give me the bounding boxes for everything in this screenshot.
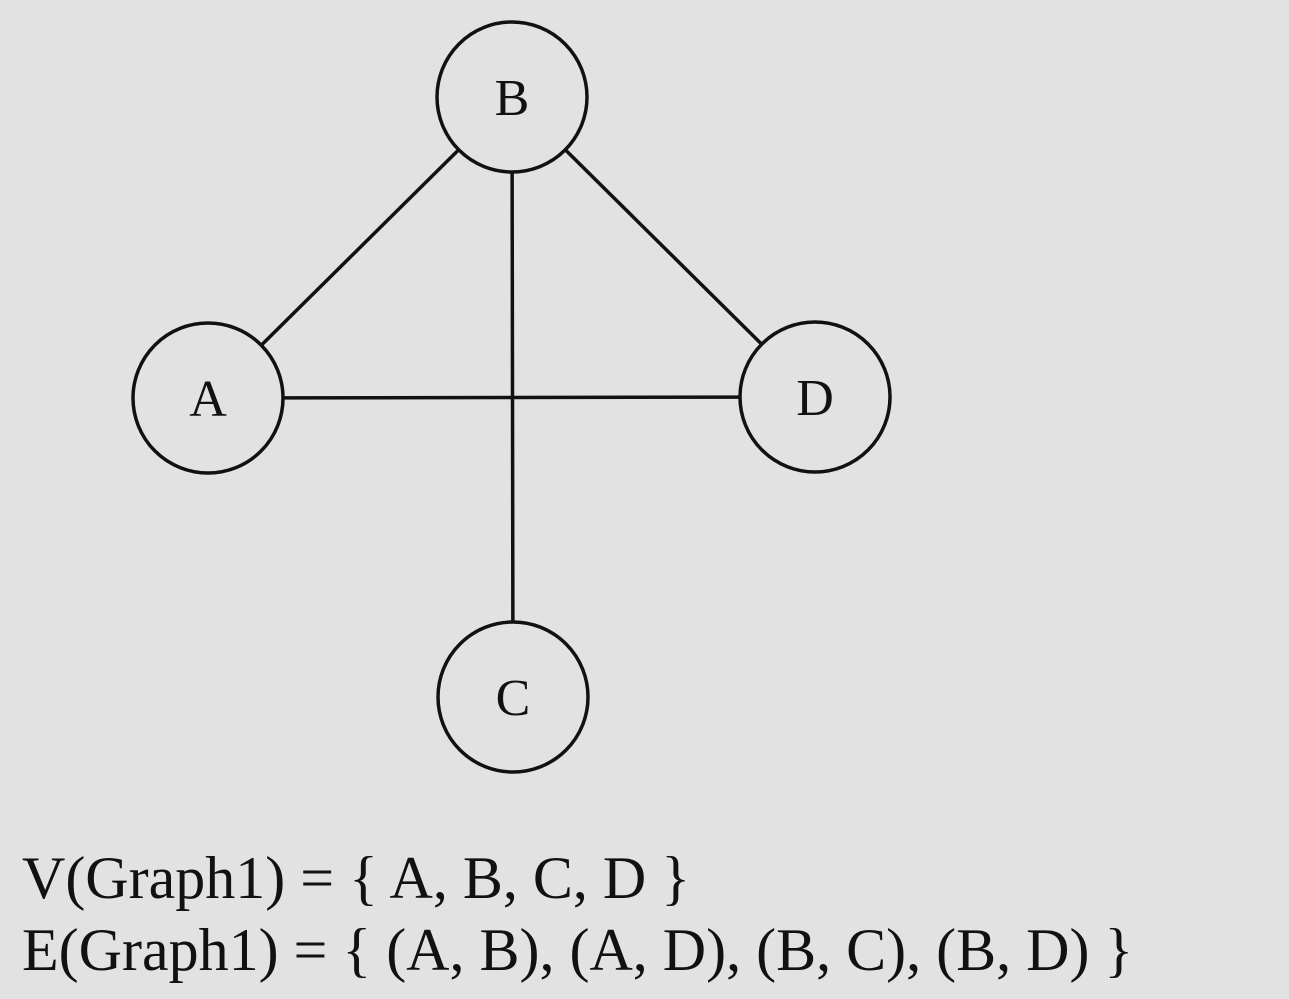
node-circle xyxy=(738,320,892,474)
vertex-set: V(Graph1) = { A, B, C, D } xyxy=(22,845,691,911)
node-circle xyxy=(131,321,285,475)
edge-a-b xyxy=(260,148,460,347)
node-label: D xyxy=(796,370,834,427)
node-label: C xyxy=(496,670,531,727)
node-d: D xyxy=(738,320,892,474)
node-label: A xyxy=(189,371,227,428)
node-c: C xyxy=(436,620,590,774)
edge-b-c xyxy=(510,171,515,623)
node-label: B xyxy=(495,70,530,127)
nodes: A B C D xyxy=(131,20,892,774)
graph-diagram: A B C D xyxy=(131,20,892,774)
node-a: A xyxy=(131,321,285,475)
edge-set: E(Graph1) = { (A, B), (A, D), (B, C), (B… xyxy=(22,917,1134,983)
edges xyxy=(260,148,763,623)
edge-b-d xyxy=(564,148,763,346)
node-circle xyxy=(435,20,589,174)
node-circle xyxy=(436,620,590,774)
node-b: B xyxy=(435,20,589,174)
